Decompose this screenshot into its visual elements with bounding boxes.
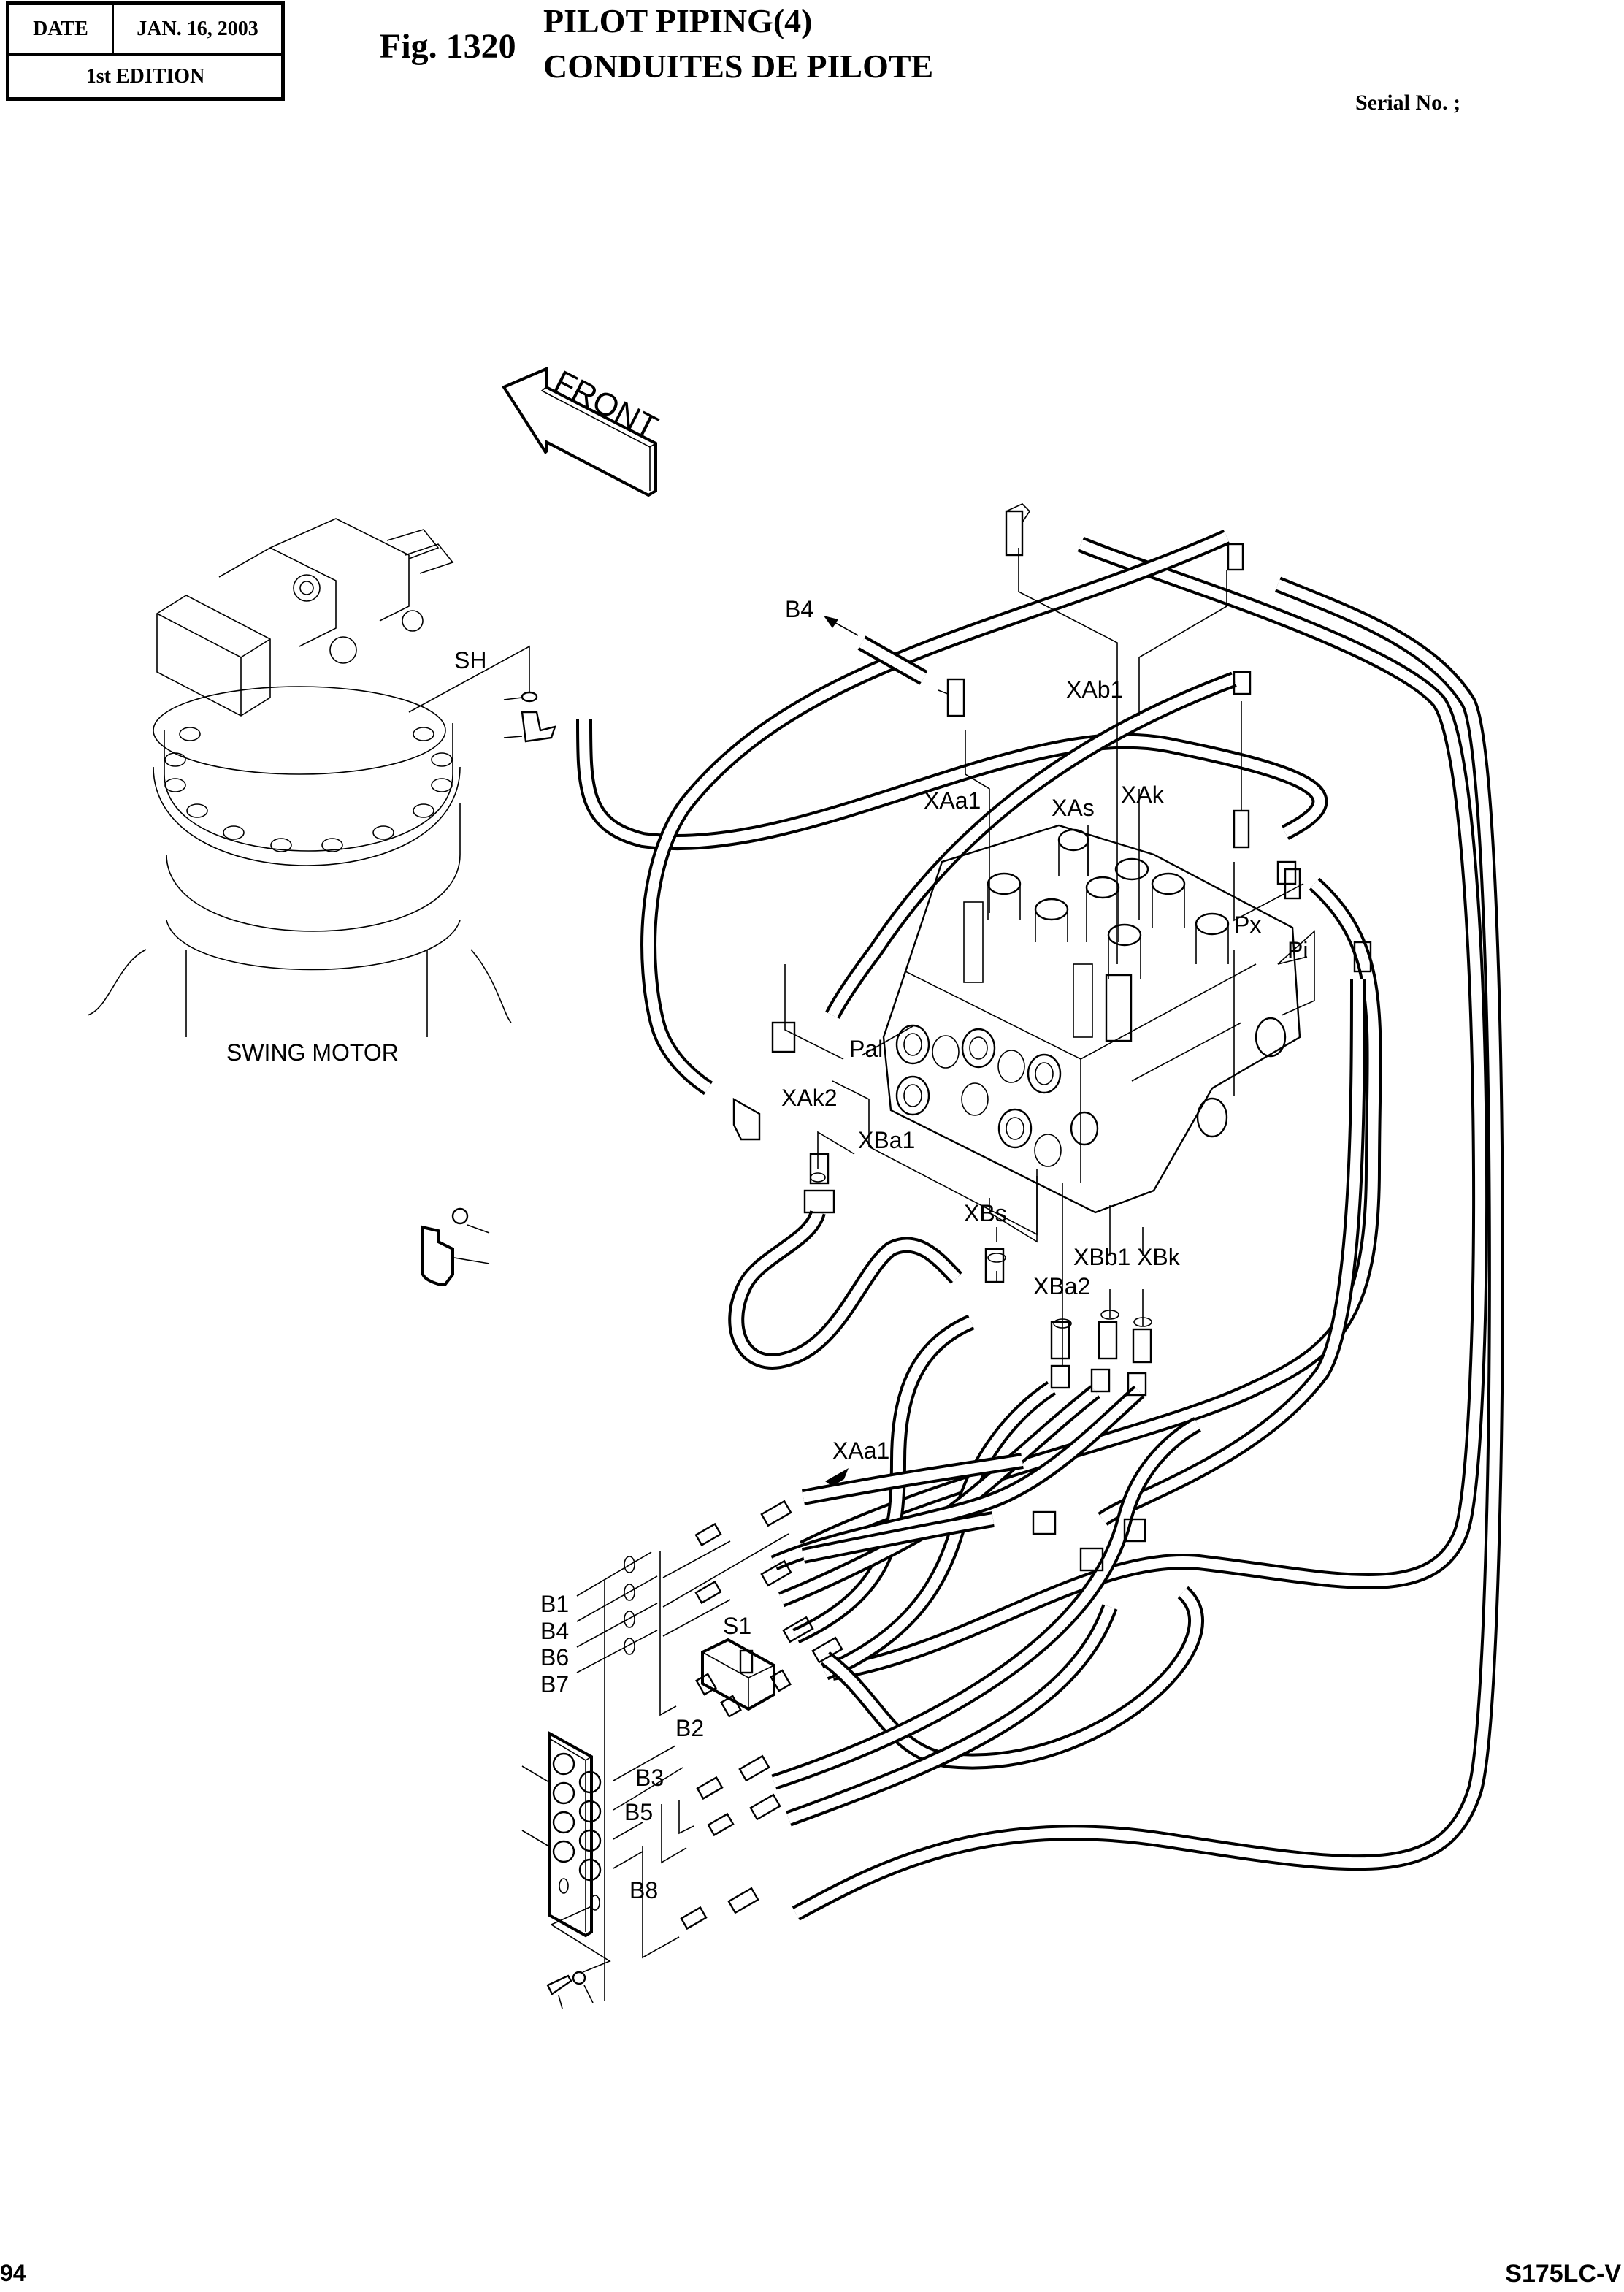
valve-spool-caps [963,828,1230,1042]
label-b1: B1 [540,1591,570,1617]
label-b5: B5 [624,1799,654,1825]
label-xba2: XBa2 [1033,1273,1091,1299]
label-xab1: XAb1 [1066,676,1124,703]
label-s1: S1 [723,1613,752,1639]
serial-number-label: Serial No. ; [1355,91,1461,115]
s1-block [695,1638,792,1718]
label-xbs: XBs [964,1200,1007,1226]
junction-plate [521,1730,611,2009]
hose-lines [576,529,1504,1921]
label-xaa1-bottom: XAa1 [832,1437,890,1464]
nipple-fittings [680,1500,843,1930]
control-valve [882,824,1301,1214]
model-name: S175LC-V [1505,2260,1621,2288]
xaa1-arrow-icon [825,1468,849,1486]
valve-ports [895,1017,1287,1167]
date-label: DATE [9,5,114,53]
clamp-bracket [421,1207,490,1286]
label-b2: B2 [675,1715,705,1741]
label-b4: B4 [540,1618,570,1644]
page-number: 94 [0,2260,26,2286]
plate-hex-nuts [552,1752,602,1911]
label-pi: Pi [1287,937,1309,963]
label-xba1: XBa1 [858,1127,916,1153]
edition-label: 1st EDITION [85,64,205,88]
label-xas: XAs [1052,795,1095,821]
label-xbb1: XBb1 [1073,1244,1131,1270]
fittings [732,503,1372,1572]
label-sh: SH [454,647,487,673]
leader-lines [784,548,1315,1366]
motor-bolt-circle [164,727,453,852]
label-b6: B6 [540,1644,570,1670]
b-leaders [576,1533,789,2001]
label-pal: Pal [849,1036,884,1062]
title-french: CONDUITES DE PILOTE [543,47,934,85]
label-xbk: XBk [1137,1244,1180,1270]
date-edition-box: DATE JAN. 16, 2003 1st EDITION [6,1,285,101]
label-b8: B8 [629,1877,659,1903]
label-b4-top: B4 [785,596,814,622]
swing-motor [87,518,512,1037]
front-arrow-icon: FRONT [502,364,664,497]
date-value: JAN. 16, 2003 [137,18,258,40]
figure-number: Fig. 1320 [380,27,516,66]
swing-motor-label: SWING MOTOR [226,1039,399,1066]
label-b3: B3 [635,1765,664,1791]
title-english: PILOT PIPING(4) [543,2,813,39]
label-xaa1-top: XAa1 [924,787,981,814]
label-b7: B7 [540,1671,570,1697]
label-px: Px [1234,912,1262,938]
label-xak2: XAk2 [781,1085,838,1111]
label-xak: XAk [1121,782,1164,808]
